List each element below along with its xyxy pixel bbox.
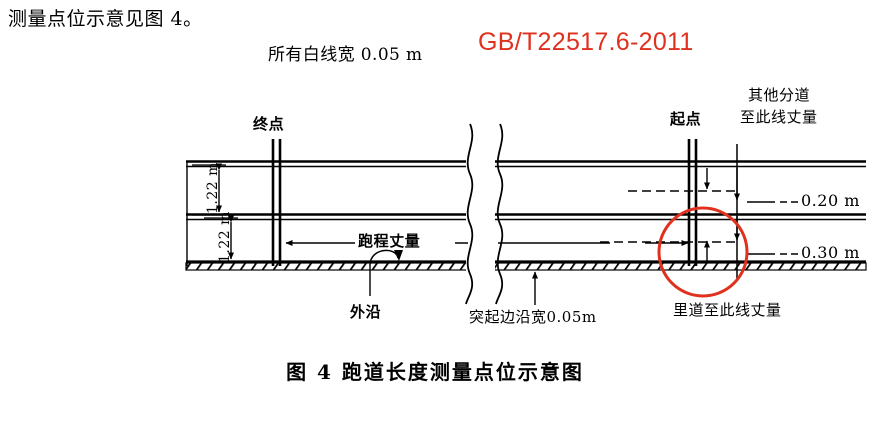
label-other-lanes-line2: 至此线丈量 (740, 108, 818, 126)
dimension-lane-width-lower (204, 215, 238, 263)
intro-text: 测量点位示意见图 4。 (8, 8, 203, 30)
label-outer-edge: 外沿 (350, 303, 382, 321)
dimension-label-lane-width-upper: 1.22 m (205, 162, 221, 214)
outer-edge-leader (369, 249, 403, 296)
label-run-distance-measure: 跑程丈量 (355, 234, 424, 249)
track-right-segment (495, 139, 867, 280)
red-highlight-circle (657, 206, 749, 298)
figure-caption: 图 4 跑道长度测量点位示意图 (286, 360, 584, 384)
label-inner-lane-measure: 里道至此线丈量 (673, 301, 782, 319)
dimension-lane-width-upper (192, 163, 226, 216)
dimension-offset-lower (704, 216, 800, 262)
track-left-segment (185, 139, 466, 271)
dimension-label-lane-width-lower: 1.22 m (217, 211, 233, 263)
white-line-width-note: 所有白线宽 0.05 m (268, 45, 423, 65)
label-finish-point: 终点 (253, 115, 285, 133)
label-raised-kerb-width: 突起边沿宽0.05m (469, 308, 597, 326)
dimension-label-0-30m: 0.30 m (801, 243, 860, 262)
label-other-lanes-line1: 其他分道 (748, 86, 811, 104)
label-start-point: 起点 (670, 110, 702, 128)
dimension-offset-upper (704, 168, 800, 203)
break-symbol (465, 123, 504, 305)
standard-number: GB/T22517.6-2011 (478, 28, 694, 56)
dimension-label-0-20m: 0.20 m (801, 191, 860, 210)
